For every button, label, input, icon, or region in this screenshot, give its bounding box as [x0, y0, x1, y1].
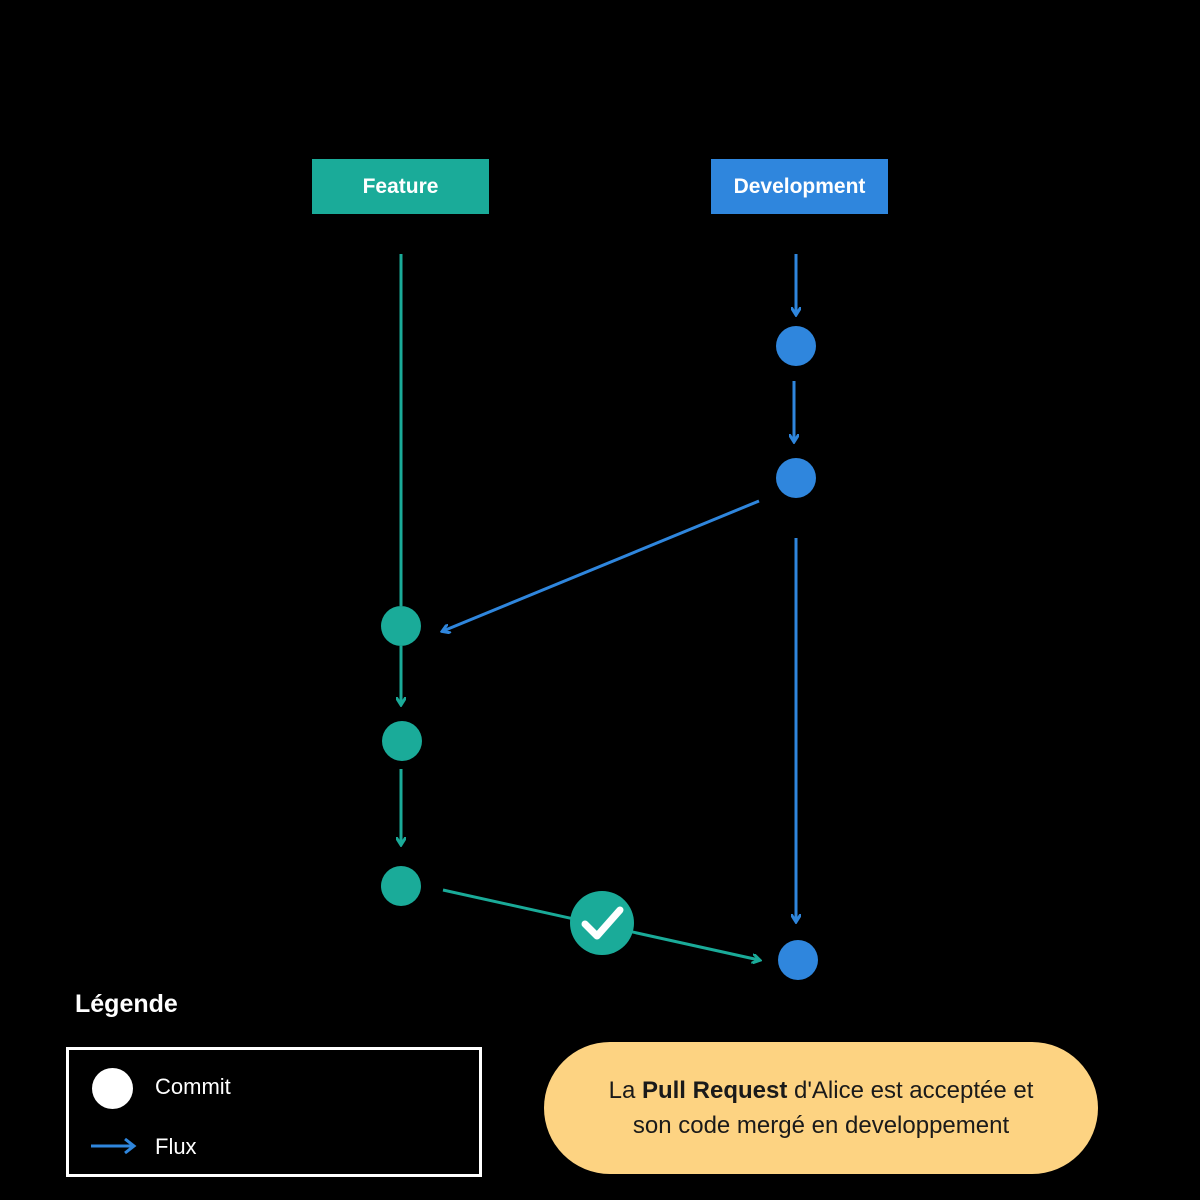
caption-pull-request: Pull Request	[641, 1077, 788, 1104]
flux-arrow-icon	[91, 1137, 137, 1155]
caption-suffix: d'Alice est acceptée et	[787, 1077, 1034, 1104]
development-branch-label: Development	[711, 159, 888, 214]
dev-commit-2	[776, 458, 816, 498]
merge-caption: La Pull Request d'Alice est acceptée et s…	[544, 1042, 1098, 1174]
feature-branch-label: Feature	[312, 159, 489, 214]
legend-title: Légende	[75, 990, 178, 1018]
feature-commit-2	[382, 721, 422, 761]
commit-legend-icon	[92, 1068, 133, 1109]
legend-box: Commit Flux	[66, 1047, 482, 1177]
feature-commit-3	[381, 866, 421, 906]
dev-to-feature-arrow	[443, 499, 760, 631]
feature-commit-1	[381, 606, 421, 646]
commit-legend-label: Commit	[155, 1074, 231, 1099]
check-circle-icon	[570, 891, 634, 955]
caption-prefix: La	[608, 1077, 642, 1104]
dev-commit-1	[776, 326, 816, 366]
flux-legend-label: Flux	[155, 1134, 197, 1159]
dev-commit-merge	[778, 940, 818, 980]
caption-line2: son code mergé en developpement	[632, 1112, 1010, 1139]
merge-caption-text: La Pull Request d'Alice est acceptée et s…	[609, 1073, 1034, 1143]
